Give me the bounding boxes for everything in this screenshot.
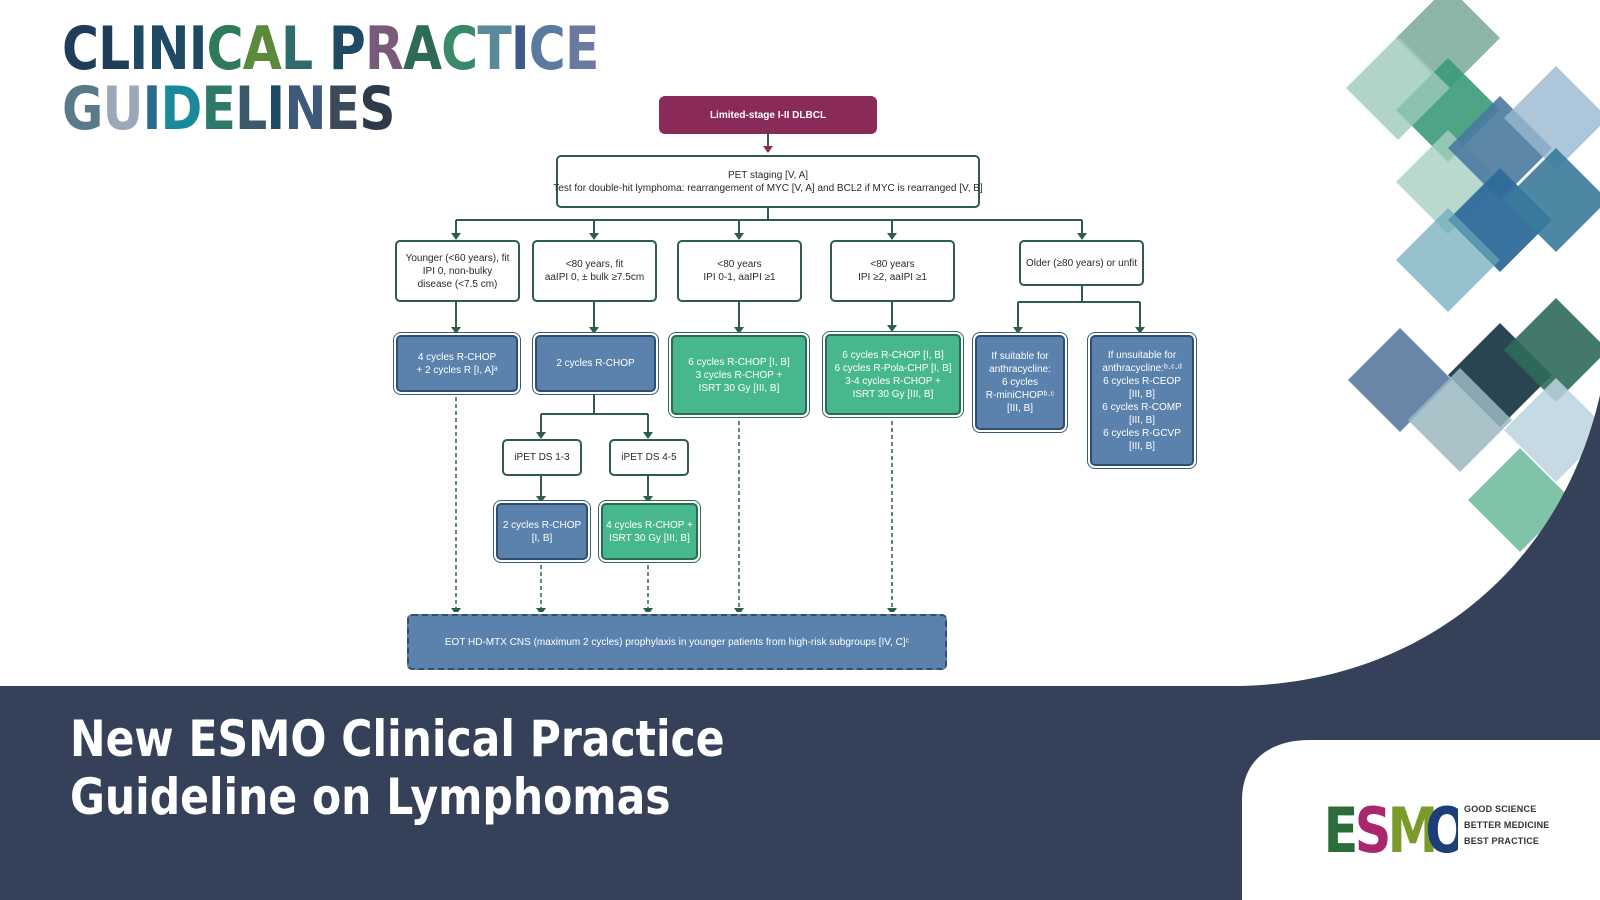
brand-letter: C — [528, 14, 566, 84]
ipet-treatment-node: 2 cycles R-CHOP [I, B] — [496, 503, 588, 560]
esmo-logo: E S M O — [1324, 795, 1458, 859]
group-node: <80 years IPI ≥2, aaIPI ≥1 — [830, 240, 955, 302]
tagline-line: BEST PRACTICE — [1464, 836, 1540, 846]
brand-letter: E — [564, 14, 599, 84]
treatment-node: If unsuitable for anthracycline:ᵇ·ᶜ·ᵈ 6 … — [1090, 335, 1194, 466]
ipet-treatment-node: 4 cycles R-CHOP + ISRT 30 Gy [III, B] — [601, 503, 698, 560]
brand-letter: P — [328, 14, 366, 84]
brand-letter: I — [188, 14, 208, 84]
brand-letter: R — [365, 14, 404, 84]
brand-letter: I — [129, 14, 148, 84]
group-node: Older (≥80 years) or unfit — [1019, 240, 1144, 286]
brand-letter: E — [325, 74, 360, 144]
esmo-logo-letter-m: M — [1388, 795, 1439, 859]
diamond-tile — [1504, 66, 1600, 170]
brand-letter: I — [510, 14, 530, 84]
diamond-tile — [1504, 298, 1600, 402]
brand-letter: C — [62, 14, 99, 84]
diamond-tile — [1396, 208, 1500, 312]
brand-letter: C — [441, 14, 478, 84]
diamond-tile — [1504, 148, 1600, 252]
brand-letter: G — [62, 74, 103, 144]
brand-letter: N — [284, 74, 326, 144]
treatment-node: 4 cycles R-CHOP + 2 cycles R [I, A]ᵃ — [396, 335, 518, 392]
tagline-line: GOOD SCIENCE — [1464, 804, 1537, 814]
esmo-logo-letter-e: E — [1324, 795, 1359, 859]
diamond-tile — [1504, 378, 1600, 482]
brand-letter: C — [206, 14, 244, 84]
brand-letter: L — [235, 74, 267, 144]
ipet-node: iPET DS 4-5 — [609, 439, 689, 476]
group-node: <80 years, fit aaIPI 0, ± bulk ≥7.5cm — [532, 240, 657, 302]
brand-letter: T — [477, 14, 511, 84]
brand-letter: N — [147, 14, 189, 84]
staging-node: PET staging [V, A] Test for double-hit l… — [553, 155, 983, 208]
brand-letter: S — [359, 74, 395, 144]
brand-letter: L — [280, 14, 313, 84]
diamond-tile — [1346, 36, 1450, 140]
treatment-node: 6 cycles R-CHOP [I, B] 3 cycles R-CHOP +… — [671, 335, 807, 415]
brand-letter: I — [266, 74, 285, 144]
ipet-node: iPET DS 1-3 — [502, 439, 582, 476]
brand-letter: A — [403, 14, 442, 84]
brand-title-line1: CLINICAL PRACTICE — [62, 18, 599, 80]
treatment-node: 2 cycles R-CHOP — [535, 335, 656, 392]
diamond-tile — [1408, 368, 1512, 472]
group-node: <80 years IPI 0-1, aaIPI ≥1 — [677, 240, 802, 302]
brand-letter: L — [98, 14, 130, 84]
brand-title-line2: GUIDELINES — [62, 74, 396, 144]
brand-letter: E — [201, 74, 236, 144]
treatment-node: 6 cycles R-CHOP [I, B] 6 cycles R-Pola-C… — [825, 334, 961, 415]
brand-letter: A — [242, 14, 282, 84]
group-node: Younger (<60 years), fit IPI 0, non-bulk… — [395, 240, 520, 302]
esmo-logo-letter-o: O — [1425, 795, 1458, 859]
treatment-node: If suitable for anthracycline: 6 cycles … — [975, 335, 1065, 430]
brand-letter: I — [142, 74, 162, 144]
slide-title: New ESMO Clinical Practice Guideline on … — [70, 710, 725, 826]
esmo-logo-letter-s: S — [1355, 795, 1392, 859]
brand-letter: U — [102, 74, 144, 144]
tagline-line: BETTER MEDICINE — [1464, 820, 1550, 830]
eot-node: EOT HD-MTX CNS (maximum 2 cycles) prophy… — [407, 614, 947, 670]
brand-letter: D — [160, 74, 203, 144]
root-node: Limited-stage I-II DLBCL — [659, 96, 877, 134]
diamond-tile — [1396, 0, 1500, 90]
